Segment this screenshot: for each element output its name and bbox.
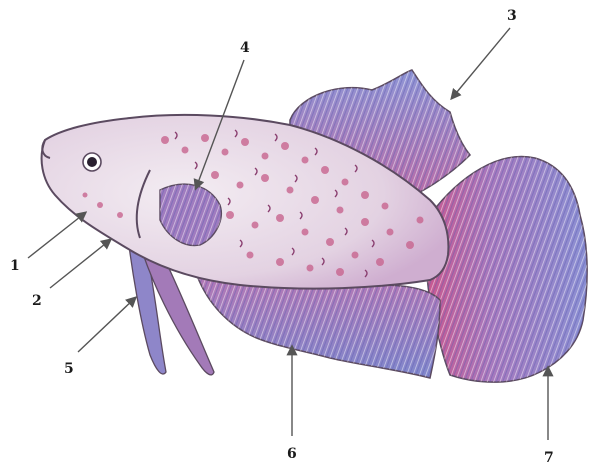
label-5: 5 — [64, 361, 74, 377]
label-7: 7 — [544, 450, 554, 466]
arrow-1 — [28, 213, 85, 258]
caudal-fin — [426, 157, 587, 383]
label-6: 6 — [287, 446, 297, 462]
label-4: 4 — [240, 40, 250, 56]
arrow-3 — [452, 28, 510, 98]
label-2: 2 — [32, 293, 42, 309]
arrow-5 — [78, 298, 135, 352]
label-3: 3 — [507, 8, 517, 24]
label-1: 1 — [10, 258, 20, 274]
eye — [83, 153, 101, 171]
arrow-2 — [50, 240, 110, 288]
